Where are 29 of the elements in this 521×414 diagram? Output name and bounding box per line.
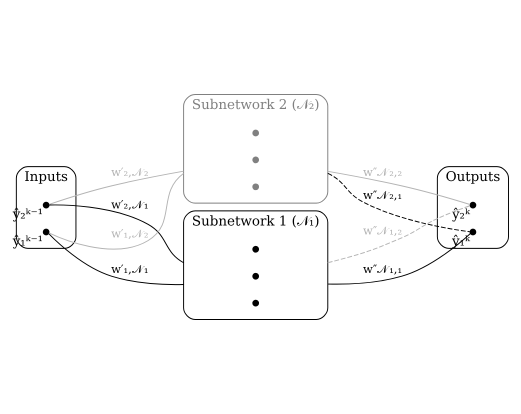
node-circle [252,300,260,306]
edge-label: w′₂,𝒩₁ [111,198,148,212]
node-circle [42,202,50,208]
node-circle [470,228,476,236]
node-circle [42,228,50,236]
connector [48,172,184,250]
node-circle [470,202,476,208]
edge-label: w″𝒩₁,₁ [363,262,402,276]
edge-label: w″𝒩₁,₂ [363,223,402,238]
node-circle [252,130,260,136]
connector [48,233,184,286]
node-circle [252,246,260,253]
connector [327,233,471,285]
connector [327,172,470,232]
connector [327,205,471,264]
edge-label: w″𝒩₂,₁ [363,188,402,202]
edge-label: w′₁,𝒩₂ [111,226,148,240]
cluster: Subnetwork 2 (𝒩₂) [183,94,328,204]
cluster: Subnetwork 1 (𝒩₁) [183,210,328,320]
connector [48,170,184,205]
connector [327,170,470,205]
connector [48,204,184,264]
node-label: ŷ₂ᵏ [452,208,470,223]
node-circle [252,183,260,190]
edge-label: w′₂,𝒩₂ [111,164,148,179]
edge-label: w″𝒩₂,₂ [363,164,402,179]
node-circle [252,272,260,280]
edge-label: w′₁,𝒩₁ [111,262,148,276]
node-circle [252,156,260,164]
